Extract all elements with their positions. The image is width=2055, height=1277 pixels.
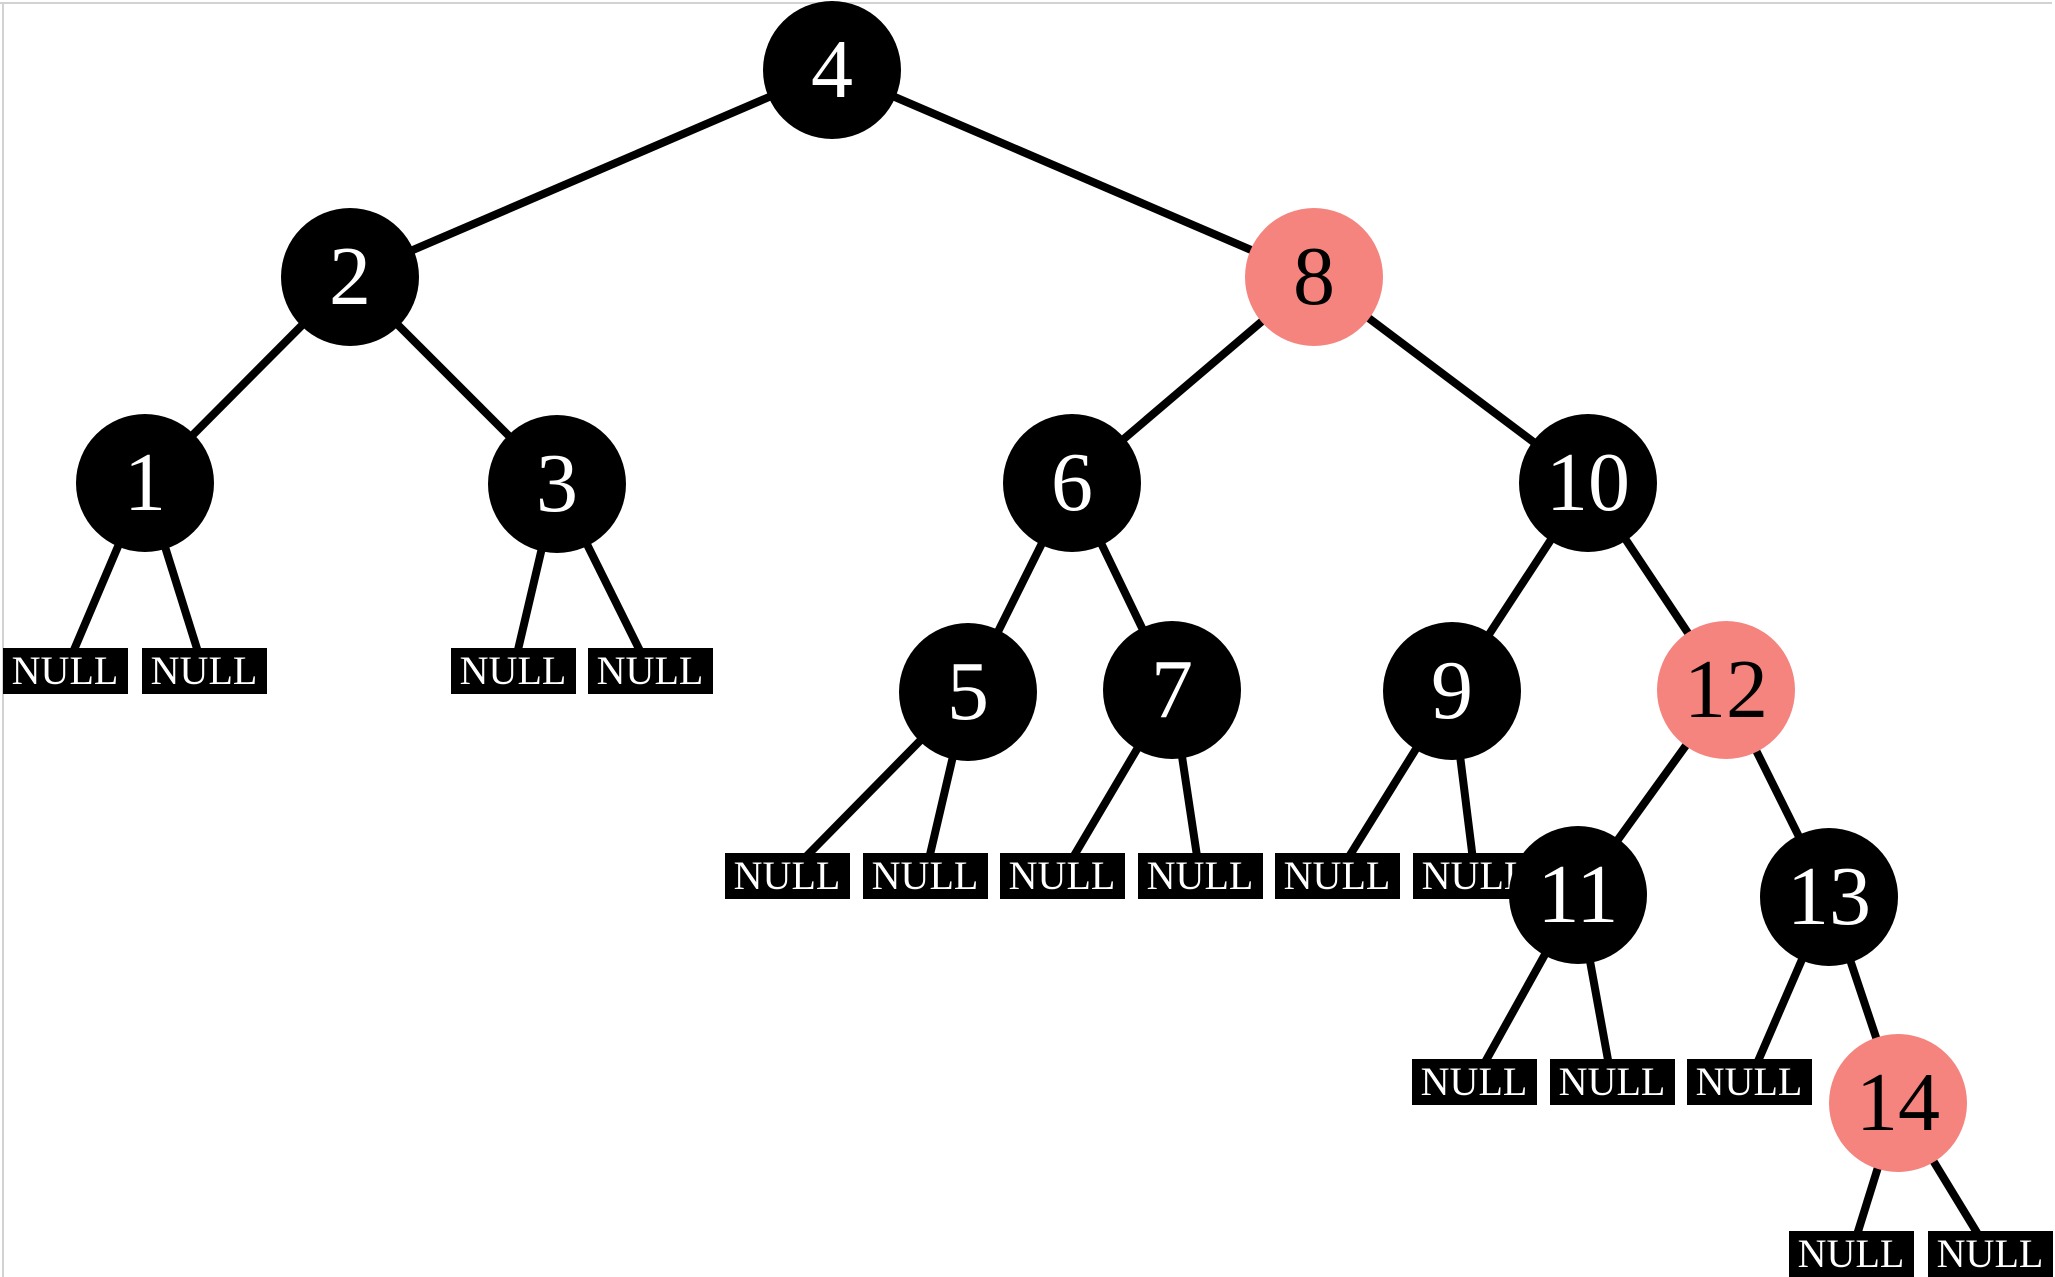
tree-node-2: 2 [281, 208, 419, 346]
tree-node-1: 1 [76, 414, 214, 552]
tree-node-13: 13 [1760, 828, 1898, 966]
null-leaf-7L: NULL [999, 853, 1125, 899]
null-leaf-1L: NULL [2, 648, 128, 694]
null-leaf-5L: NULL [724, 853, 850, 899]
tree-node-7: 7 [1103, 621, 1241, 759]
null-leaf-14L: NULL [1788, 1231, 1914, 1277]
frame-border-top [0, 2, 2052, 4]
null-leaf-3L: NULL [450, 648, 576, 694]
tree-node-9: 9 [1383, 622, 1521, 760]
edge-4-8 [830, 66, 1316, 281]
tree-node-11: 11 [1509, 826, 1647, 964]
null-leaf-1R: NULL [141, 648, 267, 694]
null-leaf-11L: NULL [1411, 1059, 1537, 1105]
null-leaf-7R: NULL [1137, 853, 1263, 899]
tree-node-3: 3 [488, 415, 626, 553]
tree-node-12: 12 [1657, 621, 1795, 759]
tree-node-6: 6 [1003, 414, 1141, 552]
edge-4-2 [348, 66, 834, 281]
frame-border-left [2, 2, 4, 1277]
tree-node-14: 14 [1829, 1034, 1967, 1172]
null-leaf-11R: NULL [1549, 1059, 1675, 1105]
tree-node-10: 10 [1519, 414, 1657, 552]
null-leaf-13L: NULL [1686, 1059, 1812, 1105]
tree-node-5: 5 [899, 623, 1037, 761]
null-leaf-3R: NULL [587, 648, 713, 694]
tree-node-8: 8 [1245, 208, 1383, 346]
tree-node-4: 4 [763, 1, 901, 139]
null-leaf-14R: NULL [1927, 1231, 2053, 1277]
null-leaf-9L: NULL [1274, 853, 1400, 899]
null-leaf-5R: NULL [862, 853, 988, 899]
